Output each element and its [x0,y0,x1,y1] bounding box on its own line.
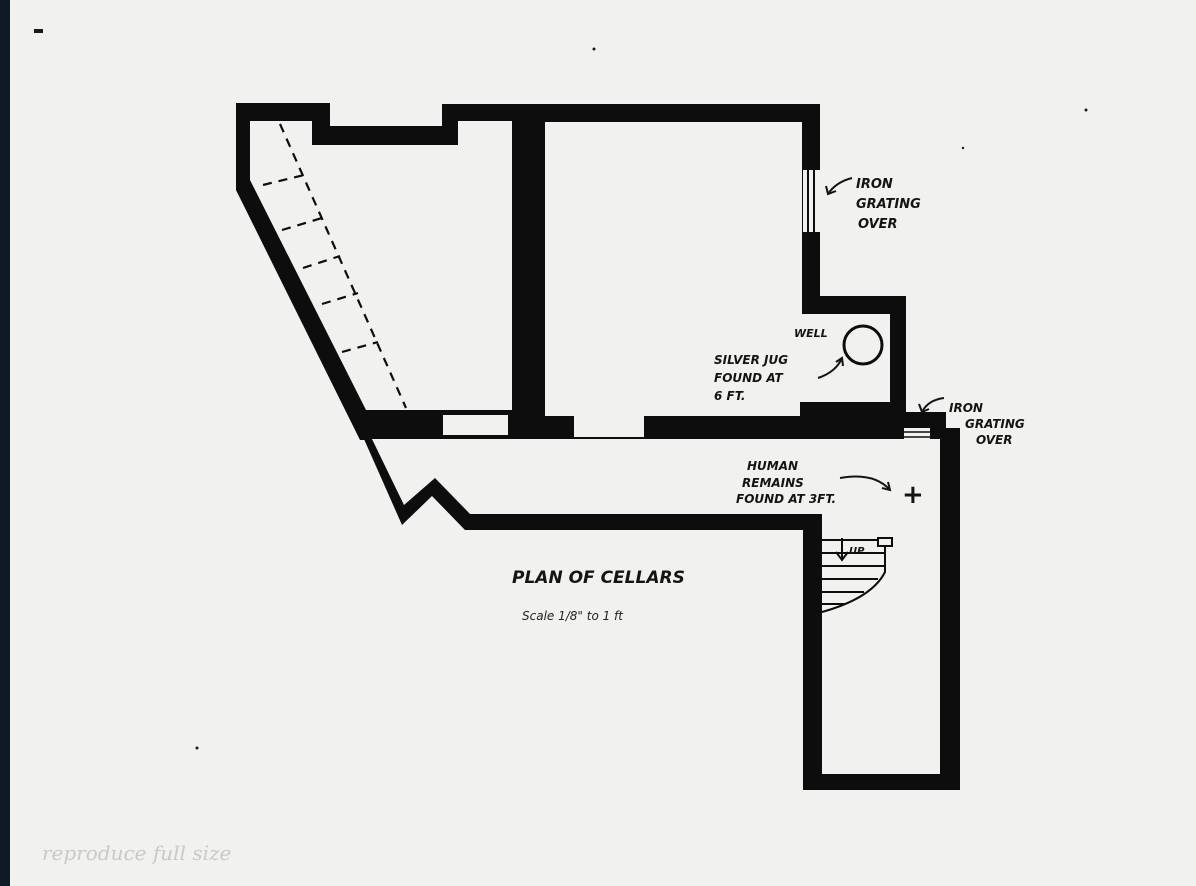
grating-right-line-2: GRATING [965,417,1025,431]
silver-jug-line-2: FOUND AT [714,371,783,385]
room-west [250,121,512,410]
annotation-arrows [817,177,945,492]
iron-grating-corner [904,428,930,440]
silver-jug-line-1: SILVER JUG [714,353,788,367]
arrow-human-remains [839,475,891,491]
cellar-rooms [250,121,940,774]
arrow-grating-corner [921,397,945,413]
room-central [545,122,890,416]
arrow-silver-jug [817,357,843,379]
silver-jug-line-3: 6 FT. [714,389,745,403]
plan-scale: Scale 1/8" to 1 ft [522,609,624,623]
doorway-west [443,415,508,435]
human-remains-label: HUMAN REMAINS FOUND AT 3FT. [736,459,836,506]
grating-top-line-2: GRATING [856,197,921,212]
grating-right-line-1: IRON [949,401,983,415]
human-remains-line-1: HUMAN [747,459,798,473]
well-label: WELL [794,327,828,340]
silver-jug-label: SILVER JUG FOUND AT 6 FT. [714,353,792,403]
well-circle [842,324,884,366]
arrow-grating-east [827,177,853,195]
grating-top-line-3: OVER [858,217,898,232]
human-remains-line-3: FOUND AT 3FT. [736,492,836,506]
stairs-up-label: UP [849,546,865,557]
paper-specks [34,29,1088,750]
plan-title: PLAN OF CELLARS [512,568,685,588]
grating-right-line-3: OVER [976,433,1013,447]
iron-grating-east [803,170,820,232]
remains-marker: + [902,480,924,510]
grating-top-label: IRON GRATING OVER [856,177,925,232]
grating-top-line-1: IRON [856,177,893,192]
pencil-note: reproduce full size [42,841,231,865]
doorway-central [574,415,644,437]
grating-right-label: IRON GRATING OVER [949,401,1029,447]
doorways [443,415,644,437]
room-corridor [372,439,940,774]
stairs [821,537,893,613]
west-room-steps [262,123,408,409]
human-remains-line-2: REMAINS [742,476,804,490]
